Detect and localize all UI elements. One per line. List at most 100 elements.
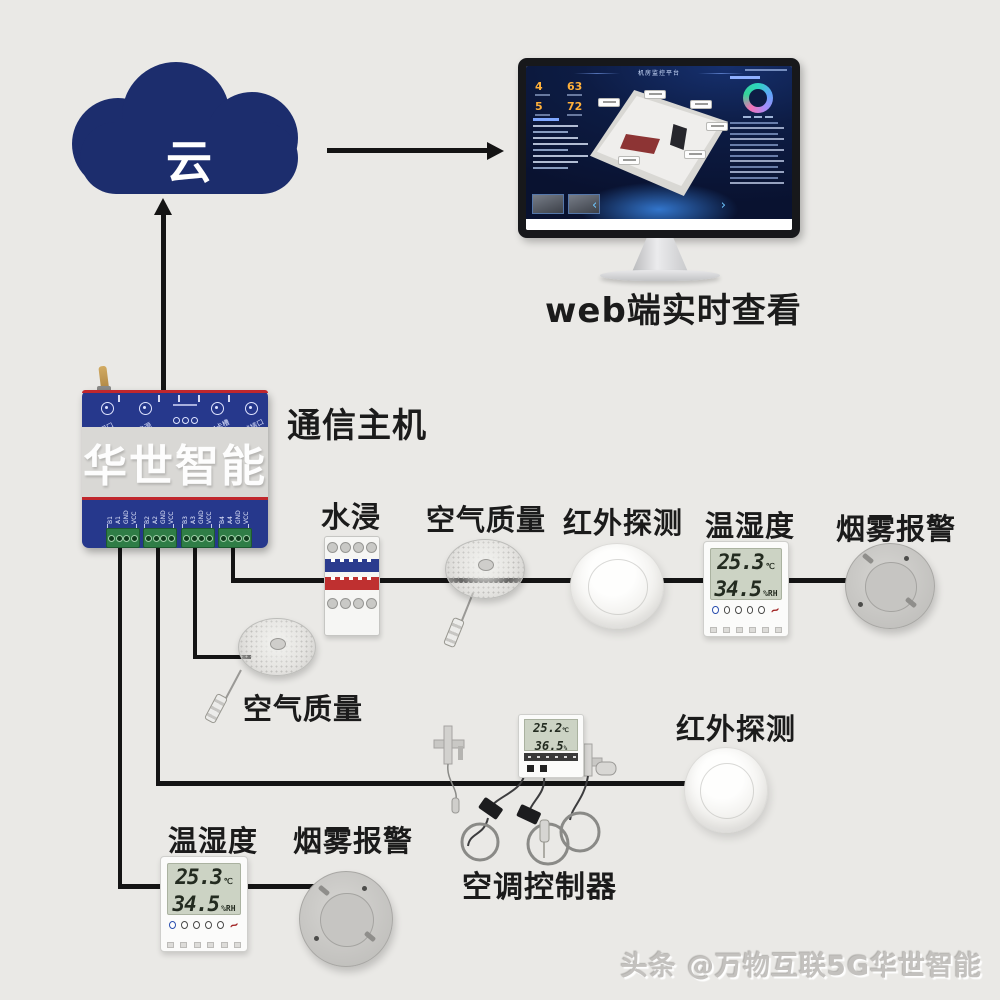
terminal-pin-labels: B2 A2 GND VCC: [144, 502, 175, 524]
vent-row: [167, 942, 241, 948]
module-blue-band: [325, 559, 379, 572]
humidity-value: 36.5: [534, 739, 564, 753]
stat-item: 63: [567, 79, 591, 96]
panel-header-bar: [730, 76, 760, 79]
stat-value: 72: [567, 100, 583, 113]
air-quality-sensor: [445, 539, 525, 599]
port-ethernet: 网口: [92, 402, 122, 435]
dashboard-right-panel: [730, 76, 786, 184]
dashboard-clock-bar: [745, 69, 787, 71]
terminal-block: [106, 528, 140, 548]
donut-legend: [730, 116, 786, 118]
panel-tick: [118, 395, 120, 402]
pin-label: B1: [107, 516, 114, 524]
temp-unit: ℃: [223, 877, 233, 886]
list-row: [533, 143, 589, 145]
vent-row: [710, 627, 782, 633]
terminal-pin-labels: B3 A3 GND VCC: [182, 502, 213, 524]
smoke-alarm-label: 烟雾报警: [293, 824, 414, 858]
table-row: [730, 154, 778, 157]
port-sim: SIM卡槽: [202, 402, 232, 438]
smoke-alarm-label: 烟雾报警: [836, 512, 957, 546]
dashboard-device-list: [533, 118, 591, 169]
sim-card-icon: [210, 402, 224, 415]
port-antenna: 天线接口: [236, 402, 266, 438]
arrow-up-head: [154, 198, 172, 215]
infrared-label: 红外探测: [563, 506, 684, 540]
host-front-panel: 华世智能: [82, 427, 268, 497]
button-strip: [524, 753, 578, 761]
air-quality-sensor: [238, 618, 316, 676]
humidity-value: 34.5: [714, 577, 762, 601]
dashboard: 机房监控平台 4 63 5 72: [526, 66, 792, 219]
monitor-screen: 机房监控平台 4 63 5 72: [526, 66, 792, 230]
antenna-base: [97, 386, 111, 393]
dashboard-title-deco-left: [574, 73, 620, 74]
monitor: 机房监控平台 4 63 5 72: [518, 58, 800, 238]
table-row: [730, 160, 784, 162]
ac-controller-cables: [433, 725, 617, 866]
pin-label: A2: [152, 516, 159, 524]
wire-bus2-drop: [156, 546, 160, 786]
room-server-rack: [620, 134, 660, 154]
stat-label-bar: [535, 114, 550, 116]
lcd-display: 25.3℃ 34.5%RH: [167, 863, 241, 915]
list-row: [533, 137, 579, 139]
smoke-detector: [299, 871, 393, 967]
terminal-block: [181, 528, 215, 548]
room-callout: [684, 150, 706, 159]
dashboard-stats: 4 63 5 72: [535, 79, 591, 116]
table-row: [730, 121, 778, 124]
monitor-base: [600, 270, 720, 281]
screw-dot: [314, 936, 319, 941]
table-row: [730, 132, 778, 135]
wire-bus1-drop: [231, 546, 235, 582]
cloud-base: [80, 122, 298, 194]
button-row: ~: [712, 602, 782, 618]
list-row: [533, 161, 579, 163]
lcd-display: 25.2℃ 36.5%: [524, 719, 578, 753]
humidity-unit: %RH: [763, 589, 778, 598]
lcd-display: 25.3℃ 34.5%RH: [710, 548, 782, 600]
stat-label-bar: [567, 114, 582, 116]
arrow-right-head: [487, 142, 504, 160]
list-row: [533, 155, 589, 157]
stat-item: 5: [535, 99, 559, 116]
antenna-port-icon: [244, 402, 258, 415]
panel-tick: [158, 395, 160, 402]
smoke-detector: [845, 543, 935, 629]
temp-humidity-sensor: 25.3℃ 34.5%RH ~: [703, 541, 789, 637]
cloud-label: 云: [166, 135, 212, 189]
dashboard-title-deco-right: [698, 73, 744, 74]
pin-label: GND: [198, 510, 205, 524]
stat-label-bar: [535, 94, 550, 96]
camera-thumbnail: [532, 194, 564, 214]
temp-unit: ℃: [562, 727, 569, 734]
pin-label: VCC: [206, 511, 213, 524]
table-row: [730, 171, 784, 173]
stat-label-bar: [567, 94, 582, 96]
water-leak-sensor: [324, 536, 380, 636]
host-red-stripe-top: [82, 390, 268, 393]
communication-host: 网口 电源 SIM卡槽 天线接口 华世智能 B1 A1 GND VCC B2 A…: [82, 390, 268, 548]
humidity-value: 34.5: [172, 892, 220, 916]
air-quality-label: 空气质量: [426, 503, 547, 537]
red-swirl-decoration: ~: [226, 916, 242, 934]
wire-air2-run: [193, 655, 251, 659]
pin-label: VCC: [168, 511, 175, 524]
room-callout: [644, 90, 666, 99]
host-red-stripe-bottom: [82, 497, 268, 500]
water-sensor-label: 水浸: [321, 500, 382, 534]
temp-humidity-sensor: 25.3℃ 34.5%RH ~: [160, 856, 248, 952]
list-header-bar: [533, 118, 559, 121]
port-power: 电源: [130, 402, 160, 435]
room-callout: [690, 100, 712, 109]
temp-value: 25.3: [717, 550, 765, 574]
dashboard-camera-thumbnails: [532, 194, 600, 214]
camera-thumbnail: [568, 194, 600, 214]
panel-tick: [228, 395, 230, 402]
list-row: [533, 131, 568, 133]
pin-label: GND: [160, 510, 167, 524]
status-led-icons: [170, 404, 200, 428]
